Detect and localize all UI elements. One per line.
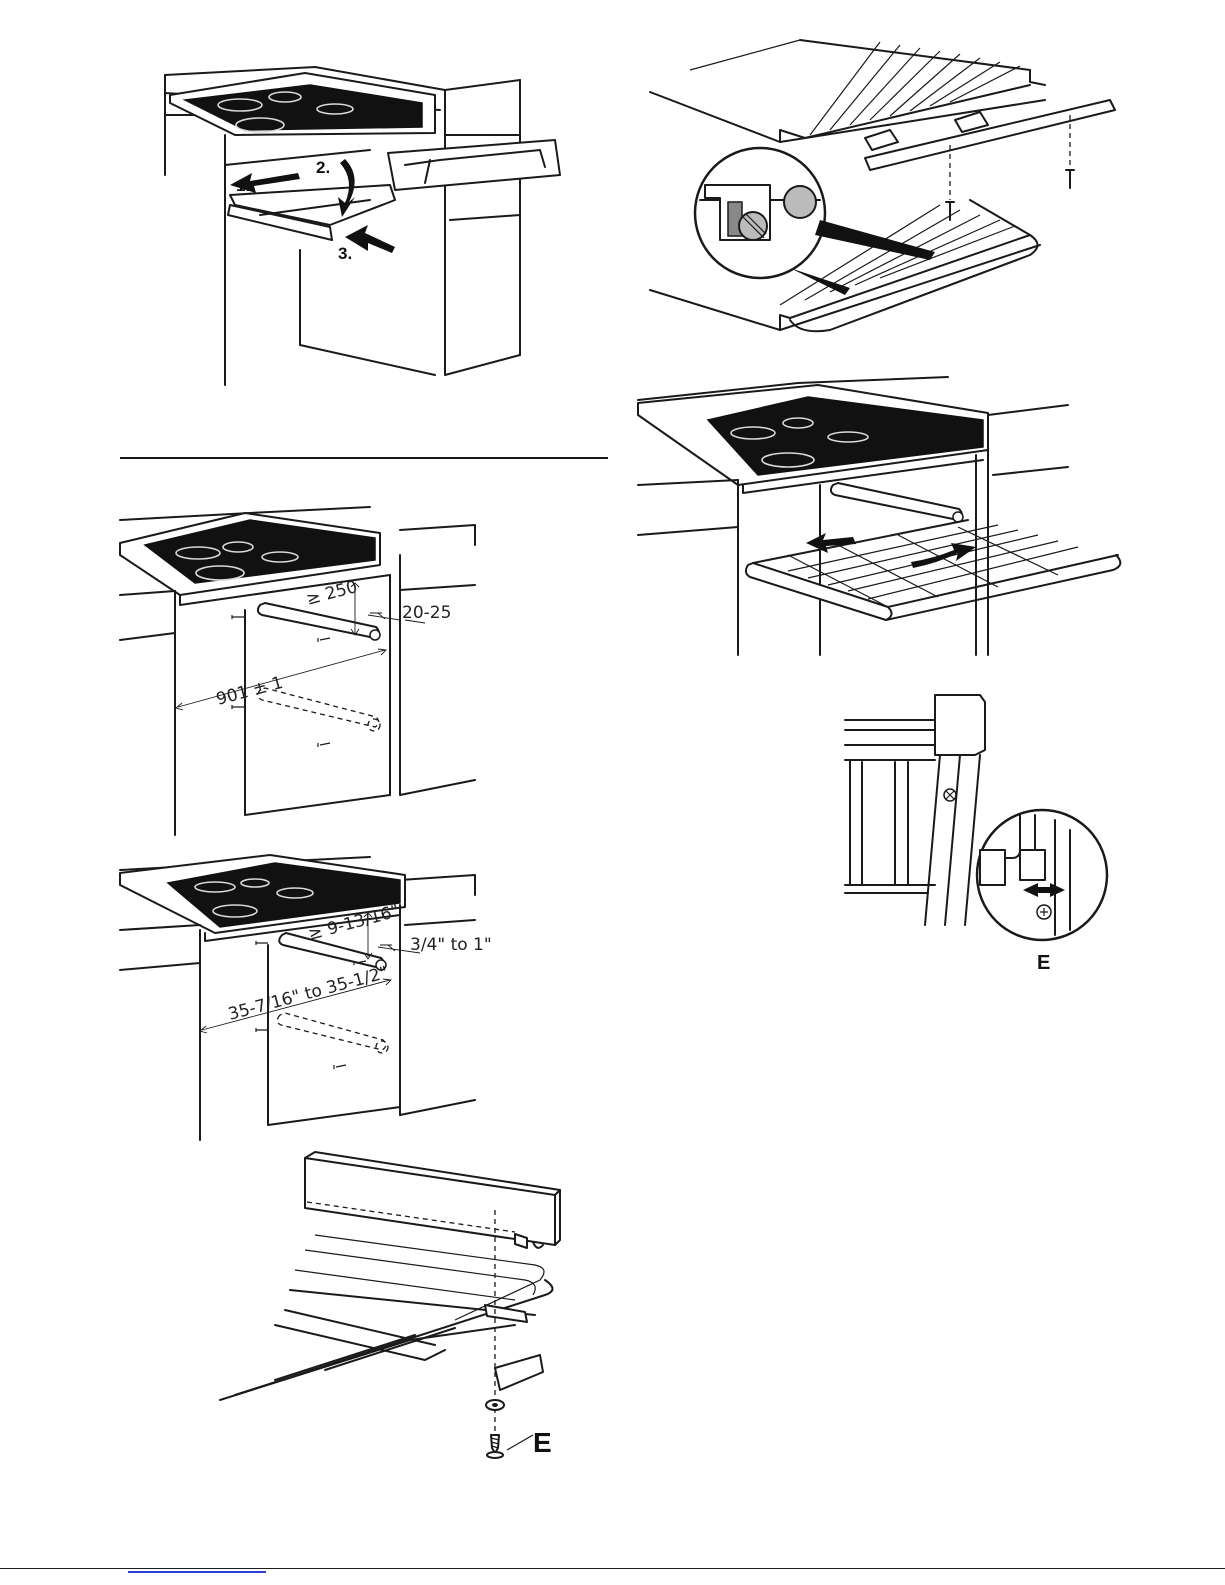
step-3-label: 3. xyxy=(338,244,352,263)
label-e: E xyxy=(533,1427,552,1458)
dim-gap-label: 3/4" to 1" xyxy=(410,935,492,955)
figure-install-dimensions-metric: ≥ 250 20-25 901 ± 1 xyxy=(120,495,490,840)
figure-side-adjustment: E xyxy=(840,690,1120,975)
dim-gap-label: 20-25 xyxy=(402,603,451,623)
footer-rule xyxy=(0,1568,1225,1569)
dim-width-label: 901 ± 1 xyxy=(214,673,285,710)
figure-install-dimensions-imperial: ≥ 9-13/16" 3/4" to 1" 35-7/16" to 35-1/2… xyxy=(120,845,490,1145)
step-1-label: 1. xyxy=(236,176,250,195)
dim-height-label: ≥ 250 xyxy=(304,577,360,610)
section-divider xyxy=(120,457,608,459)
label-e: E xyxy=(1037,952,1050,974)
dim-width-label: 35-7/16" to 35-1/2" xyxy=(226,963,390,1025)
figure-shelf-bracket-detail xyxy=(630,30,1130,340)
figure-shelf-insertion xyxy=(638,375,1078,655)
footer-link-underline[interactable] xyxy=(128,1571,266,1573)
step-2-label: 2. xyxy=(316,158,330,177)
figure-drawer-removal: 1. 2. 3. xyxy=(140,55,580,395)
figure-shelf-screw-fixing: E xyxy=(215,1150,560,1470)
